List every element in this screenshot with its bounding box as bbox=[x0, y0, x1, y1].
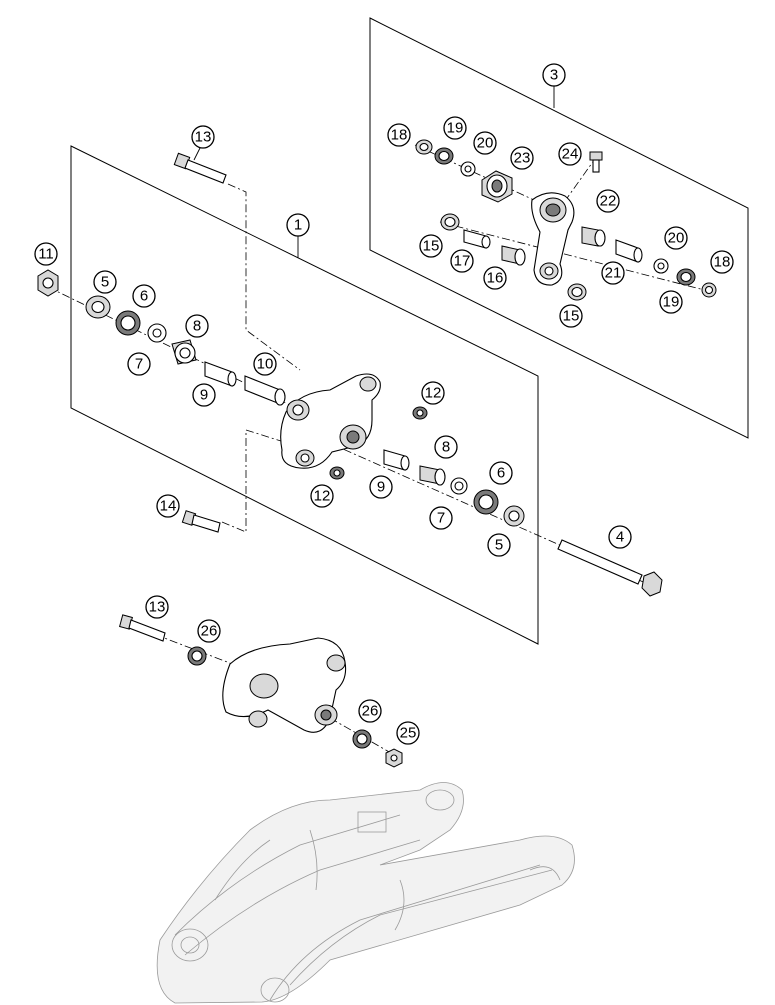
callout-7b-text: 7 bbox=[437, 510, 445, 527]
callout-20b: 20 bbox=[664, 226, 688, 250]
callout-9a-text: 9 bbox=[200, 387, 208, 404]
callout-18a: 18 bbox=[387, 123, 411, 147]
callout-5a-text: 5 bbox=[101, 274, 109, 291]
callout-labels: 1 3 4 5 5 6 6 7 7 8 8 9 9 10 11 12 12 13… bbox=[34, 63, 734, 745]
callout-23-text: 23 bbox=[514, 150, 531, 167]
callout-20a: 20 bbox=[473, 131, 497, 155]
callout-6a: 6 bbox=[132, 284, 156, 308]
callout-26b: 26 bbox=[358, 699, 382, 723]
assembly-frame-1 bbox=[70, 145, 539, 645]
callout-8b-text: 8 bbox=[442, 439, 450, 456]
callout-15b-text: 15 bbox=[563, 308, 580, 325]
callout-7b: 7 bbox=[429, 506, 453, 530]
callout-26b-text: 26 bbox=[362, 703, 379, 720]
callout-3: 3 bbox=[542, 63, 566, 87]
swingarm-outline bbox=[156, 782, 575, 1004]
axis-lines bbox=[47, 144, 713, 758]
callout-26a-text: 26 bbox=[201, 623, 218, 640]
callout-11-text: 11 bbox=[38, 246, 54, 263]
callout-24-text: 24 bbox=[562, 146, 579, 163]
callout-6b-text: 6 bbox=[497, 465, 505, 482]
callout-1-text: 1 bbox=[294, 217, 302, 234]
callout-19a-text: 19 bbox=[447, 120, 464, 137]
callout-16: 16 bbox=[483, 266, 507, 290]
callout-14-text: 14 bbox=[160, 498, 177, 515]
callout-16-text: 16 bbox=[487, 270, 504, 287]
callout-6b: 6 bbox=[489, 461, 513, 485]
callout-1: 1 bbox=[286, 213, 310, 237]
callout-5b-text: 5 bbox=[495, 537, 503, 554]
callout-9b: 9 bbox=[369, 475, 393, 499]
callout-20b-text: 20 bbox=[668, 230, 685, 247]
callout-8a: 8 bbox=[185, 314, 209, 338]
callout-21: 21 bbox=[601, 261, 625, 285]
callout-19b: 19 bbox=[659, 290, 683, 314]
callout-9b-text: 9 bbox=[377, 479, 385, 496]
callout-18b-text: 18 bbox=[714, 254, 731, 271]
callout-9a: 9 bbox=[192, 383, 216, 407]
callout-23: 23 bbox=[510, 146, 534, 170]
callout-14: 14 bbox=[156, 494, 180, 518]
callout-8b: 8 bbox=[434, 435, 458, 459]
callout-5b: 5 bbox=[487, 533, 511, 557]
callout-11: 11 bbox=[34, 242, 58, 266]
callout-22-text: 22 bbox=[600, 193, 617, 210]
callout-22: 22 bbox=[596, 189, 620, 213]
callout-4: 4 bbox=[608, 525, 632, 549]
callout-5a: 5 bbox=[93, 270, 117, 294]
callout-25-text: 25 bbox=[400, 725, 417, 742]
callout-26a: 26 bbox=[197, 619, 221, 643]
callout-4-text: 4 bbox=[616, 529, 624, 546]
callout-13b: 13 bbox=[145, 595, 169, 619]
callout-13a-text: 13 bbox=[195, 129, 212, 146]
callout-12a-text: 12 bbox=[425, 385, 442, 402]
deflection-lever-group bbox=[37, 152, 663, 597]
callout-12b-text: 12 bbox=[314, 488, 331, 505]
leader-lines bbox=[193, 86, 555, 258]
callout-7a-text: 7 bbox=[135, 356, 143, 373]
callout-7a: 7 bbox=[127, 352, 151, 376]
callout-15b: 15 bbox=[559, 304, 583, 328]
callout-8a-text: 8 bbox=[193, 318, 201, 335]
assembly-frame-3 bbox=[369, 17, 749, 439]
callout-13b-text: 13 bbox=[149, 599, 166, 616]
assembled-lever-view bbox=[119, 614, 403, 768]
callout-18b: 18 bbox=[710, 250, 734, 274]
connecting-rod-group bbox=[415, 139, 717, 301]
callout-6a-text: 6 bbox=[140, 288, 148, 305]
callout-13a: 13 bbox=[191, 125, 215, 149]
callout-15a-text: 15 bbox=[423, 238, 440, 255]
callout-3-text: 3 bbox=[550, 67, 558, 84]
callout-18a-text: 18 bbox=[391, 127, 408, 144]
callout-10-text: 10 bbox=[257, 356, 274, 373]
callout-21-text: 21 bbox=[605, 265, 622, 282]
callout-24: 24 bbox=[558, 142, 582, 166]
callout-20a-text: 20 bbox=[477, 135, 494, 152]
callout-17: 17 bbox=[450, 249, 474, 273]
callout-25: 25 bbox=[396, 721, 420, 745]
callout-10: 10 bbox=[253, 352, 277, 376]
callout-19a: 19 bbox=[443, 116, 467, 140]
callout-15a: 15 bbox=[419, 234, 443, 258]
callout-17-text: 17 bbox=[454, 253, 471, 270]
callout-12a: 12 bbox=[421, 381, 445, 405]
callout-12b: 12 bbox=[310, 484, 334, 508]
callout-19b-text: 19 bbox=[663, 294, 680, 311]
